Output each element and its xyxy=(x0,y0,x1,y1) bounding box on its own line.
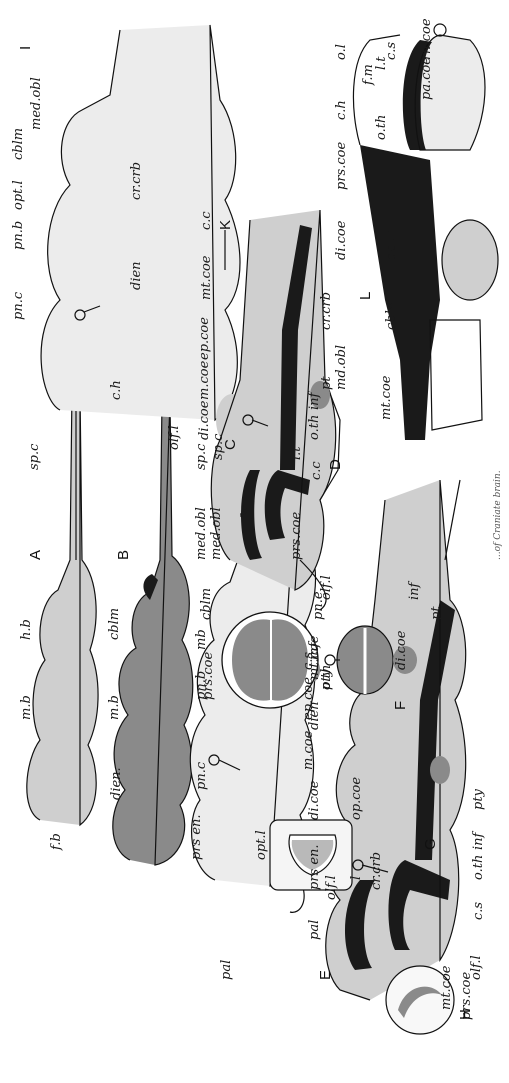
label-c-mb: mb xyxy=(194,629,209,650)
label-c-prsen: prs en. xyxy=(307,844,322,890)
label-f-pt: pt xyxy=(429,606,444,620)
label-k-epcoe: ep.coe xyxy=(197,317,212,360)
label-k-inf: inf xyxy=(307,390,322,410)
label-k-fm: fm xyxy=(239,503,254,521)
label-l-mdobl: md.obl xyxy=(334,345,349,390)
panel-label-a: A xyxy=(27,550,44,560)
label-l-optl: opt.l xyxy=(384,230,399,260)
label-l-rhcoe: rh.coe xyxy=(419,18,434,60)
label-b-mb: m.b xyxy=(107,695,122,720)
label-f-dicoe: di.coe xyxy=(394,630,409,670)
panel-i-drawing xyxy=(41,25,248,446)
label-i-dien: dien xyxy=(129,261,144,290)
label-f-oth: o.th xyxy=(319,665,334,690)
label-l-oth: o.th xyxy=(374,115,389,140)
label-i-crcrb: cr.crb xyxy=(129,162,144,200)
label-d-oth: o.th xyxy=(471,855,486,880)
label-k-oth: o.th xyxy=(307,415,322,440)
label-l-ol: o.l xyxy=(334,44,349,60)
label-i-olfl: olf.l xyxy=(167,425,182,450)
panel-label-i: I xyxy=(17,46,34,50)
label-k-cc: c.c xyxy=(199,211,214,230)
label-k-mcoe: m.coe xyxy=(197,360,212,400)
label-l-ch: c.h xyxy=(334,100,349,120)
label-c-olfl: olf.l xyxy=(324,875,339,900)
label-i-optl: opt.l xyxy=(11,180,26,210)
label-c-medobl: med.obl xyxy=(209,507,224,560)
panel-label-k: K xyxy=(217,220,234,230)
label-i-medobl: med.obl xyxy=(29,77,44,130)
panel-b-drawing xyxy=(113,400,193,865)
label-d-cc: c.c xyxy=(309,461,324,480)
panel-label-f: F xyxy=(392,701,409,710)
label-f-pne: pn.e xyxy=(311,591,326,620)
panel-label-d: D xyxy=(327,459,344,470)
label-l-mtcoe: mt.coe xyxy=(379,375,394,420)
label-k-crcrb: cr.crb xyxy=(319,292,334,330)
label-g-opcoe: op.coe xyxy=(349,777,364,820)
label-i-cblm: cblm xyxy=(11,128,26,160)
label-d-dicoe: di.coe xyxy=(307,780,322,820)
label-a-spc: sp.c xyxy=(27,443,42,470)
label-k-dicoe: di.coe xyxy=(197,400,212,440)
panel-label-e: E xyxy=(317,970,334,980)
label-f-inf: inf xyxy=(407,580,422,600)
label-e-pal: pal xyxy=(219,960,234,980)
label-d-epcoe: ep.coe xyxy=(301,677,316,720)
panel-label-c: C xyxy=(222,439,239,450)
label-g-optl: opt.l xyxy=(254,830,269,860)
label-g-crcrb: cr.crb xyxy=(369,852,384,890)
label-h-mtcoe: mt.coe xyxy=(439,965,454,1010)
label-b-prsen: prs en. xyxy=(189,814,204,860)
label-k-prscoe: prs.coe xyxy=(289,512,304,560)
label-d-pty: pty xyxy=(471,788,486,810)
label-d-cs: c.s xyxy=(471,902,486,920)
label-d-pal: pal xyxy=(307,920,322,940)
label-b-dien: dien. xyxy=(109,767,124,800)
label-d-mcoe: m.coe xyxy=(301,730,316,770)
label-l-lt: l.t xyxy=(374,56,389,70)
label-a-hb: h.b xyxy=(19,619,34,640)
label-b-spc: sp.c xyxy=(194,443,209,470)
label-c-pnc: pn.c xyxy=(194,761,209,790)
label-l-cblm: cblm xyxy=(384,298,399,330)
label-l-prscoe: prs.coe xyxy=(334,142,349,190)
label-i-pnb: pn.b xyxy=(11,221,26,250)
label-d-olfl: olf.l xyxy=(469,955,484,980)
label-l-dicoe: di.coe xyxy=(334,220,349,260)
caption-fragment: ...of Craniate brain. xyxy=(493,470,503,560)
label-c-cblm: cblm xyxy=(199,588,214,620)
label-b-cblm: cblm xyxy=(107,608,122,640)
label-a-fb: f.b xyxy=(49,833,64,851)
label-d-inf: inf xyxy=(471,830,486,850)
label-e-prscoe: prs.coe xyxy=(201,652,216,700)
label-i-ch: c.h xyxy=(109,380,124,400)
label-i-pnc: pn.c xyxy=(11,291,26,320)
panel-label-l: L xyxy=(357,292,374,300)
label-a-mb: m.b xyxy=(19,695,34,720)
panel-label-h: H xyxy=(457,1009,474,1020)
panel-label-b: B xyxy=(115,550,132,560)
label-k-lt: l.t xyxy=(289,446,304,460)
panel-label-g: G xyxy=(422,838,439,850)
label-k-mtcoe: mt.coe xyxy=(199,255,214,300)
label-e-cs: c.s xyxy=(301,652,316,670)
label-g-l: l xyxy=(349,876,364,880)
label-l-pacoe: pa.coe xyxy=(419,57,434,100)
label-b-medobl: med.obl xyxy=(194,507,209,560)
label-k-pt: pt xyxy=(319,376,334,390)
panel-d-drawing xyxy=(326,480,466,1000)
